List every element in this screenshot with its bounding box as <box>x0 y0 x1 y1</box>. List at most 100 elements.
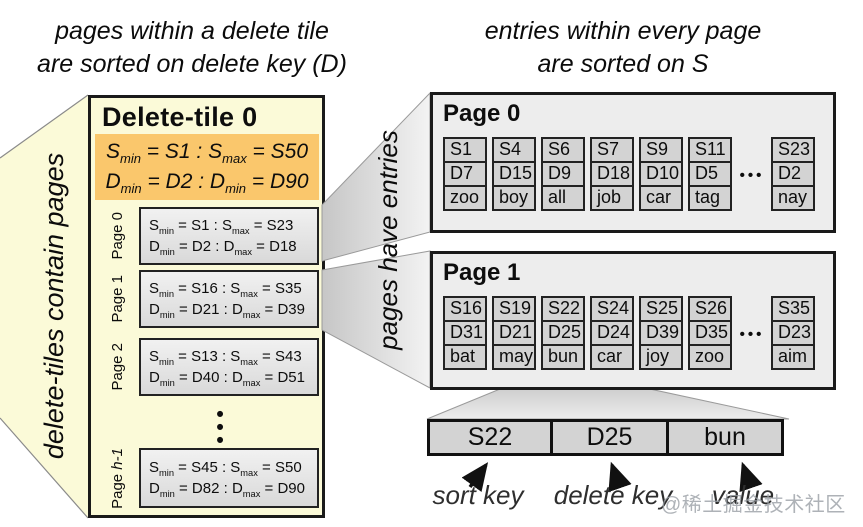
entry-sort-key-cell: S19 <box>492 296 536 322</box>
mini-page-d-range: Dmin = D82 : Dmax = D90 <box>149 480 305 499</box>
entry-column: S24 D24 car <box>590 296 634 370</box>
entry-column: S25 D39 joy <box>639 296 683 370</box>
perspective-wedge-left <box>0 95 88 518</box>
caption-line: pages within a delete tile <box>55 17 329 45</box>
entry-detail-delete-key: D25 <box>550 419 669 456</box>
delete-tile-title: Delete-tile 0 <box>102 102 258 132</box>
entry-value-cell: bun <box>541 344 585 370</box>
entry-column: S23 D2 nay <box>771 137 815 211</box>
entry-detail-sort-key: S22 <box>427 419 553 456</box>
mini-page-row: Page h-1 Smin = S45 : Smax = S50 Dmin = … <box>95 448 319 508</box>
entry-delete-key-cell: D15 <box>492 161 536 187</box>
mini-page-row: Page 0 Smin = S1 : Smax = S23 Dmin = D2 … <box>95 207 319 265</box>
horizontal-ellipsis: ••• <box>739 166 765 184</box>
entry-column: S6 D9 all <box>541 137 585 211</box>
entry-column: S4 D15 boy <box>492 137 536 211</box>
mini-page-s-range: Smin = S1 : Smax = S23 <box>149 217 294 236</box>
mini-page-d-range: Dmin = D40 : Dmax = D51 <box>149 369 305 388</box>
entry-value-cell: may <box>492 344 536 370</box>
mini-page-range-box: Smin = S16 : Smax = S35 Dmin = D21 : Dma… <box>139 270 319 328</box>
tile-d-range: Dmin = D2 : Dmin = D90 <box>105 170 309 197</box>
entry-value-cell: zoo <box>443 185 487 211</box>
entry-value-cell: bat <box>443 344 487 370</box>
entry-sort-key-cell: S23 <box>771 137 815 163</box>
delete-tile-box: Delete-tile 0 Smin = S1 : Smax = S50 Dmi… <box>88 95 325 518</box>
entry-column: S22 D25 bun <box>541 296 585 370</box>
entry-sort-key-cell: S7 <box>590 137 634 163</box>
caption-line: are sorted on delete key (D) <box>37 50 347 78</box>
caption-page-entries: entries within every page are sorted on … <box>448 15 798 81</box>
mini-page-s-range: Smin = S13 : Smax = S43 <box>149 348 302 367</box>
wedge-edge-top <box>0 94 89 159</box>
entry-sort-key-cell: S6 <box>541 137 585 163</box>
entry-delete-key-cell: D21 <box>492 320 536 346</box>
wedge-edge-bottom <box>0 417 89 519</box>
mini-page-range-box: Smin = S13 : Smax = S43 Dmin = D40 : Dma… <box>139 338 319 396</box>
mini-page-row: Page 2 Smin = S13 : Smax = S43 Dmin = D4… <box>95 338 319 396</box>
delete-tile-range-box: Smin = S1 : Smax = S50 Dmin = D2 : Dmin … <box>95 134 319 200</box>
tile-s-range: Smin = S1 : Smax = S50 <box>105 140 309 167</box>
entry-sort-key-cell: S24 <box>590 296 634 322</box>
caption-delete-tile: pages within a delete tile are sorted on… <box>12 15 372 81</box>
mini-page-d-range: Dmin = D2 : Dmax = D18 <box>149 238 297 257</box>
page-box-0: Page 0 S1 D7 zoo S4 D15 boy S6 D9 all S7… <box>430 92 836 233</box>
entry-delete-key-cell: D5 <box>688 161 732 187</box>
entry-sort-key-cell: S9 <box>639 137 683 163</box>
entry-column: S9 D10 car <box>639 137 683 211</box>
entry-value-cell: all <box>541 185 585 211</box>
entry-delete-key-cell: D10 <box>639 161 683 187</box>
entry-delete-key-cell: D35 <box>688 320 732 346</box>
entry-grid: S16 D31 bat S19 D21 may S22 D25 bun S24 … <box>443 296 833 372</box>
entry-sort-key-cell: S4 <box>492 137 536 163</box>
page-title: Page 1 <box>443 259 521 286</box>
entry-column: S11 D5 tag <box>688 137 732 211</box>
entry-column: S19 D21 may <box>492 296 536 370</box>
entry-sort-key-cell: S16 <box>443 296 487 322</box>
page-title: Page 0 <box>443 100 521 127</box>
entry-sort-key-cell: S1 <box>443 137 487 163</box>
entry-sort-key-cell: S35 <box>771 296 815 322</box>
mini-page-range-box: Smin = S45 : Smax = S50 Dmin = D82 : Dma… <box>139 448 319 508</box>
label-pages-have-entries: pages have entries <box>373 130 403 350</box>
field-label-sort-key: sort key <box>432 480 524 510</box>
entry-value-cell: tag <box>688 185 732 211</box>
entry-column: S7 D18 job <box>590 137 634 211</box>
page-box-1: Page 1 S16 D31 bat S19 D21 may S22 D25 b… <box>430 251 836 390</box>
entry-delete-key-cell: D25 <box>541 320 585 346</box>
entry-column: S26 D35 zoo <box>688 296 732 370</box>
mini-page-s-range: Smin = S45 : Smax = S50 <box>149 459 302 478</box>
horizontal-ellipsis: ••• <box>739 325 765 343</box>
entry-detail-box: S22 D25 bun <box>427 419 784 456</box>
entry-delete-key-cell: D39 <box>639 320 683 346</box>
entry-delete-key-cell: D18 <box>590 161 634 187</box>
mini-page-row: Page 1 Smin = S16 : Smax = S35 Dmin = D2… <box>95 270 319 328</box>
entry-value-cell: zoo <box>688 344 732 370</box>
entry-value-cell: boy <box>492 185 536 211</box>
entry-sort-key-cell: S22 <box>541 296 585 322</box>
entry-value-cell: joy <box>639 344 683 370</box>
entry-sort-key-cell: S26 <box>688 296 732 322</box>
entry-delete-key-cell: D7 <box>443 161 487 187</box>
entry-column: S16 D31 bat <box>443 296 487 370</box>
entry-value-cell: aim <box>771 344 815 370</box>
entry-delete-key-cell: D31 <box>443 320 487 346</box>
entry-value-cell: car <box>639 185 683 211</box>
entry-sort-key-cell: S25 <box>639 296 683 322</box>
entry-value-cell: nay <box>771 185 815 211</box>
entry-grid: S1 D7 zoo S4 D15 boy S6 D9 all S7 D18 jo… <box>443 137 833 213</box>
entry-value-cell: job <box>590 185 634 211</box>
vertical-ellipsis: • • • <box>216 403 224 452</box>
entry-delete-key-cell: D24 <box>590 320 634 346</box>
mini-page-d-range: Dmin = D21 : Dmax = D39 <box>149 301 305 320</box>
entry-detail-value: bun <box>666 419 784 456</box>
mini-page-s-range: Smin = S16 : Smax = S35 <box>149 280 302 299</box>
field-label-delete-key: delete key <box>553 480 673 510</box>
entry-delete-key-cell: D23 <box>771 320 815 346</box>
entry-value-cell: car <box>590 344 634 370</box>
entry-delete-key-cell: D9 <box>541 161 585 187</box>
caption-line: are sorted on S <box>537 50 709 78</box>
entry-sort-key-cell: S11 <box>688 137 732 163</box>
mini-page-range-box: Smin = S1 : Smax = S23 Dmin = D2 : Dmax … <box>139 207 319 265</box>
arrow-value <box>739 461 763 493</box>
